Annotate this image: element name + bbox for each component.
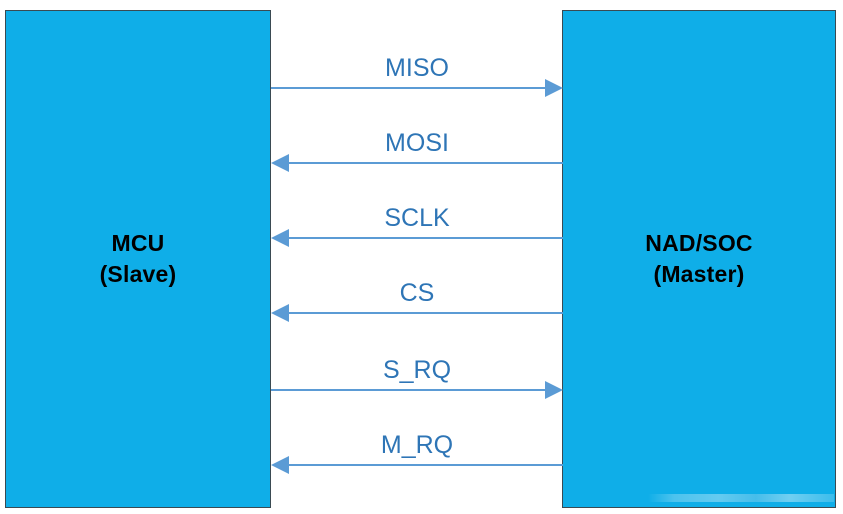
signal-s-rq-line [271, 389, 547, 391]
signal-s-rq-label: S_RQ [382, 356, 452, 384]
signal-m-rq-label: M_RQ [380, 431, 454, 459]
signal-m-rq-line [287, 464, 563, 466]
signal-sclk-line [287, 237, 563, 239]
signal-cs-label: CS [399, 279, 435, 307]
signal-mosi-line [287, 162, 563, 164]
signal-mosi-label: MOSI [385, 129, 449, 157]
signal-miso-line [271, 87, 547, 89]
block-mcu[interactable]: MCU (Slave) [5, 10, 271, 508]
block-mcu-title: MCU [111, 230, 165, 256]
arrow-left-icon [271, 154, 289, 172]
arrow-left-icon [271, 229, 289, 247]
block-nad-soc-subtitle: (Master) [653, 261, 745, 287]
arrow-left-icon [271, 304, 289, 322]
arrow-left-icon [271, 456, 289, 474]
arrow-right-icon [545, 79, 563, 97]
block-nad-soc-title: NAD/SOC [645, 230, 753, 256]
signal-sclk-label: SCLK [384, 204, 450, 232]
signal-miso-label: MISO [385, 54, 449, 82]
arrow-right-icon [545, 381, 563, 399]
signal-cs-line [287, 312, 563, 314]
block-nad-soc[interactable]: NAD/SOC (Master) [562, 10, 836, 508]
block-mcu-subtitle: (Slave) [99, 261, 177, 287]
